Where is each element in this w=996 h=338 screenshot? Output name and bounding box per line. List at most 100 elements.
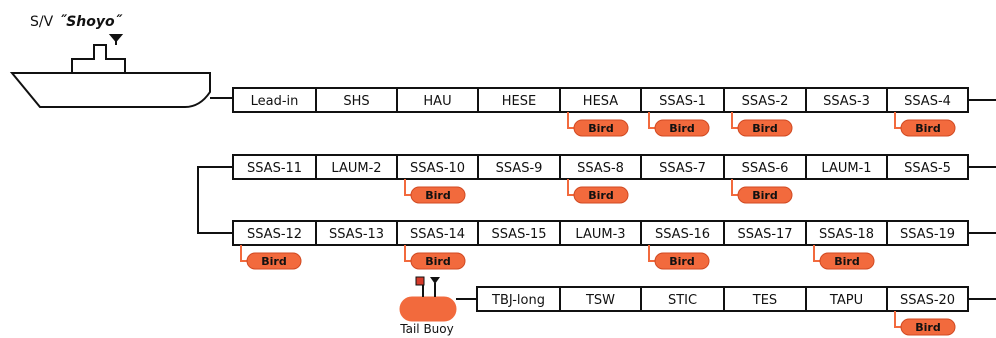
vessel-name: ˝Shoyo˝	[59, 14, 122, 30]
streamer-section: SSAS-3	[805, 87, 888, 113]
streamer-section: SSAS-4	[886, 87, 969, 113]
bird-label: Bird	[425, 189, 450, 202]
streamer-section: SSAS-9	[477, 154, 561, 180]
vessel-title: S/V ˝Shoyo˝	[30, 13, 123, 30]
bird-label: Bird	[915, 122, 940, 135]
streamer-section: SSAS-14	[396, 220, 479, 246]
streamer-section: LAUM-2	[315, 154, 398, 180]
section-label: HESE	[502, 94, 536, 109]
streamer-section: TBJ-long	[476, 286, 561, 312]
bird-marker: Bird	[404, 245, 466, 270]
bird-label: Bird	[261, 255, 286, 268]
section-label: HESA	[583, 94, 618, 109]
bird-marker: Bird	[894, 311, 956, 336]
streamer-section: SSAS-19	[886, 220, 969, 246]
bird-marker: Bird	[240, 245, 302, 270]
streamer-section: SSAS-7	[640, 154, 725, 180]
section-label: SSAS-1	[659, 94, 706, 109]
streamer-section: SSAS-13	[315, 220, 398, 246]
section-label: SSAS-14	[410, 227, 465, 242]
bird-label: Bird	[752, 122, 777, 135]
section-label: SSAS-13	[329, 227, 384, 242]
section-label: SSAS-15	[491, 227, 546, 242]
section-label: LAUM-3	[575, 227, 625, 242]
section-label: Lead-in	[251, 94, 299, 109]
streamer-section: SSAS-12	[232, 220, 317, 246]
vessel-prefix: S/V	[30, 14, 54, 30]
bird-marker: Bird	[567, 179, 629, 204]
section-label: SSAS-19	[900, 227, 955, 242]
section-label: SSAS-8	[577, 161, 624, 176]
bird-marker: Bird	[813, 245, 875, 270]
section-label: TAPU	[829, 293, 863, 308]
streamer-section: TES	[723, 286, 807, 312]
streamer-section: LAUM-3	[559, 220, 642, 246]
section-label: TSW	[585, 293, 615, 308]
streamer-section: SSAS-6	[723, 154, 807, 180]
streamer-section: SSAS-18	[805, 220, 888, 246]
streamer-section: SSAS-16	[640, 220, 725, 246]
section-label: SSAS-3	[823, 94, 870, 109]
streamer-section: SSAS-11	[232, 154, 317, 180]
streamer-section: SSAS-8	[559, 154, 642, 180]
streamer-cable	[197, 99, 996, 300]
section-label: LAUM-1	[821, 161, 871, 176]
bird-marker: Bird	[731, 179, 793, 204]
section-label: SSAS-20	[900, 293, 955, 308]
bird-label: Bird	[425, 255, 450, 268]
bird-label: Bird	[834, 255, 859, 268]
section-label: HAU	[423, 94, 451, 109]
section-label: STIC	[668, 293, 697, 308]
section-label: TBJ-long	[491, 293, 545, 308]
bird-label: Bird	[669, 122, 694, 135]
streamer-section: HAU	[396, 87, 479, 113]
streamer-section: SSAS-20	[886, 286, 969, 312]
tail-buoy-label: Tail Buoy	[399, 322, 453, 336]
ship-icon	[9, 34, 232, 108]
section-label: TES	[752, 293, 777, 308]
bird-marker: Bird	[404, 179, 466, 204]
section-label: SSAS-6	[742, 161, 789, 176]
bird-label: Bird	[915, 321, 940, 334]
section-label: SSAS-16	[655, 227, 710, 242]
bird-marker: Bird	[648, 245, 710, 270]
bird-marker: Bird	[567, 112, 629, 137]
streamer-section: HESE	[477, 87, 561, 113]
section-label: SSAS-7	[659, 161, 706, 176]
section-label: SSAS-2	[742, 94, 789, 109]
bird-marker: Bird	[648, 112, 710, 137]
section-label: SSAS-18	[819, 227, 874, 242]
bird-label: Bird	[588, 122, 613, 135]
streamer-section: SHS	[315, 87, 398, 113]
section-label: SSAS-9	[496, 161, 543, 176]
bird-marker: Bird	[731, 112, 793, 137]
section-label: LAUM-2	[331, 161, 381, 176]
bird-label: Bird	[752, 189, 777, 202]
streamer-section: SSAS-15	[477, 220, 561, 246]
streamer-section: LAUM-1	[805, 154, 888, 180]
section-label: SSAS-4	[904, 94, 951, 109]
streamer-section: SSAS-10	[396, 154, 479, 180]
section-label: SSAS-17	[737, 227, 792, 242]
section-label: SSAS-12	[247, 227, 302, 242]
streamer-section: SSAS-17	[723, 220, 807, 246]
bird-label: Bird	[588, 189, 613, 202]
bird-marker: Bird	[894, 112, 956, 137]
streamer-section: TSW	[559, 286, 642, 312]
streamer-section: HESA	[559, 87, 642, 113]
section-label: SHS	[343, 94, 369, 109]
section-label: SSAS-5	[904, 161, 951, 176]
streamer-section: SSAS-1	[640, 87, 725, 113]
tail-buoy-icon	[399, 276, 457, 322]
streamer-section: SSAS-5	[886, 154, 969, 180]
streamer-section: SSAS-2	[723, 87, 807, 113]
section-label: SSAS-10	[410, 161, 465, 176]
bird-label: Bird	[669, 255, 694, 268]
streamer-section: TAPU	[805, 286, 888, 312]
streamer-section: STIC	[640, 286, 725, 312]
section-label: SSAS-11	[247, 161, 302, 176]
streamer-section: Lead-in	[232, 87, 317, 113]
